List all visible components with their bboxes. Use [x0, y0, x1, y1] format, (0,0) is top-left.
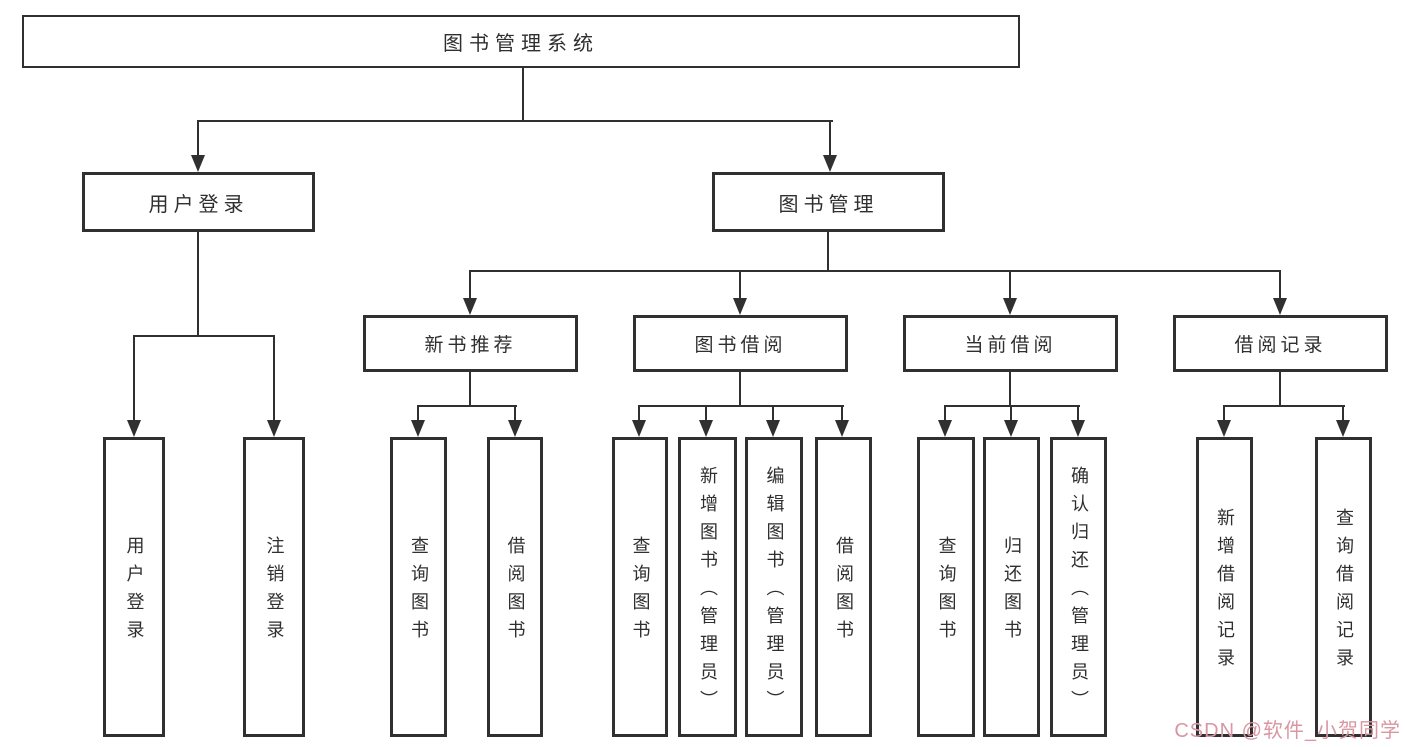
leaf-node-logout: 注销登录 — [243, 437, 305, 737]
connector-line — [1009, 372, 1011, 405]
arrow-down-icon — [463, 298, 477, 315]
connector-line — [417, 405, 517, 407]
connector-line — [197, 120, 833, 122]
connector-line — [1009, 270, 1011, 300]
node-label: 查询借阅记录 — [1333, 508, 1354, 676]
connector-line — [705, 405, 707, 422]
connector-line — [829, 120, 831, 157]
connector-line — [514, 405, 516, 422]
node-current-borrowing: 当前借阅 — [903, 315, 1118, 372]
node-label: 新增图书（管理员） — [697, 466, 718, 718]
connector-line — [522, 68, 524, 120]
node-label: 新书推荐 — [424, 335, 517, 356]
connector-line — [197, 232, 199, 335]
node-label: 查询图书 — [630, 536, 651, 648]
connector-line — [827, 232, 829, 270]
arrow-down-icon — [127, 420, 141, 437]
connector-line — [417, 405, 419, 422]
arrow-down-icon — [699, 420, 713, 437]
arrow-down-icon — [267, 420, 281, 437]
node-label: 用户登录 — [124, 536, 145, 648]
arrow-down-icon — [733, 298, 747, 315]
node-label: 归还图书 — [1001, 536, 1022, 648]
arrow-down-icon — [823, 155, 837, 172]
connector-line — [1279, 270, 1281, 300]
node-book-management: 图书管理 — [712, 172, 945, 232]
node-label: 借阅图书 — [505, 536, 526, 648]
leaf-node-user-login: 用户登录 — [103, 437, 165, 737]
node-label: 图书管理系统 — [443, 33, 599, 55]
connector-line — [469, 270, 1281, 272]
connector-line — [133, 335, 135, 422]
node-label: 查询图书 — [936, 536, 957, 648]
node-label: 确认归还（管理员） — [1068, 466, 1089, 718]
leaf-node-query-books-borrowing: 查询图书 — [612, 437, 668, 737]
node-user-login: 用户登录 — [82, 172, 315, 232]
arrow-down-icon — [508, 420, 522, 437]
arrow-down-icon — [632, 420, 646, 437]
arrow-down-icon — [1004, 420, 1018, 437]
node-label: 借阅记录 — [1234, 335, 1327, 356]
arrow-down-icon — [938, 420, 952, 437]
leaf-node-confirm-return-admin: 确认归还（管理员） — [1050, 437, 1107, 737]
connector-line — [944, 405, 1080, 407]
connector-line — [133, 335, 275, 337]
leaf-node-add-borrow-record: 新增借阅记录 — [1196, 437, 1253, 737]
connector-line — [944, 405, 946, 422]
connector-line — [1223, 405, 1345, 407]
node-label: 用户登录 — [148, 193, 249, 216]
leaf-node-query-books-recommend: 查询图书 — [390, 437, 447, 737]
node-label: 编辑图书（管理员） — [764, 466, 785, 718]
leaf-node-edit-books-admin: 编辑图书（管理员） — [745, 437, 803, 737]
node-borrowing-records: 借阅记录 — [1173, 315, 1388, 372]
arrow-down-icon — [411, 420, 425, 437]
node-label: 新增借阅记录 — [1214, 508, 1235, 676]
node-label: 图书管理 — [778, 193, 879, 216]
connector-line — [638, 405, 640, 422]
csdn-watermark: CSDN @软件_小贺同学 — [1174, 720, 1401, 742]
node-label: 借阅图书 — [833, 536, 854, 648]
leaf-node-query-borrow-record: 查询借阅记录 — [1315, 437, 1372, 737]
arrow-down-icon — [835, 420, 849, 437]
leaf-node-return-books: 归还图书 — [983, 437, 1040, 737]
arrow-down-icon — [1273, 298, 1287, 315]
connector-line — [739, 270, 741, 300]
leaf-node-add-books-admin: 新增图书（管理员） — [678, 437, 737, 737]
arrow-down-icon — [766, 420, 780, 437]
leaf-node-borrow-books-recommend: 借阅图书 — [487, 437, 543, 737]
node-label: 注销登录 — [264, 536, 285, 648]
arrow-down-icon — [1071, 420, 1085, 437]
connector-line — [772, 405, 774, 422]
connector-line — [638, 405, 844, 407]
node-label: 当前借阅 — [964, 335, 1057, 356]
node-book-borrowing: 图书借阅 — [633, 315, 848, 372]
node-label: 图书借阅 — [694, 335, 787, 356]
connector-line — [197, 120, 199, 157]
leaf-node-query-books-current: 查询图书 — [917, 437, 975, 737]
arrow-down-icon — [1336, 420, 1350, 437]
connector-line — [1223, 405, 1225, 422]
connector-line — [841, 405, 843, 422]
connector-line — [1010, 405, 1012, 422]
connector-line — [273, 335, 275, 422]
connector-line — [469, 372, 471, 405]
connector-line — [1077, 405, 1079, 422]
node-new-book-recommend: 新书推荐 — [363, 315, 578, 372]
arrow-down-icon — [1217, 420, 1231, 437]
connector-line — [469, 270, 471, 300]
connector-line — [1279, 372, 1281, 405]
arrow-down-icon — [191, 155, 205, 172]
node-library-management-system: 图书管理系统 — [22, 15, 1020, 68]
arrow-down-icon — [1003, 298, 1017, 315]
node-label: 查询图书 — [408, 536, 429, 648]
connector-line — [1342, 405, 1344, 422]
connector-line — [739, 372, 741, 405]
leaf-node-borrow-books: 借阅图书 — [815, 437, 872, 737]
